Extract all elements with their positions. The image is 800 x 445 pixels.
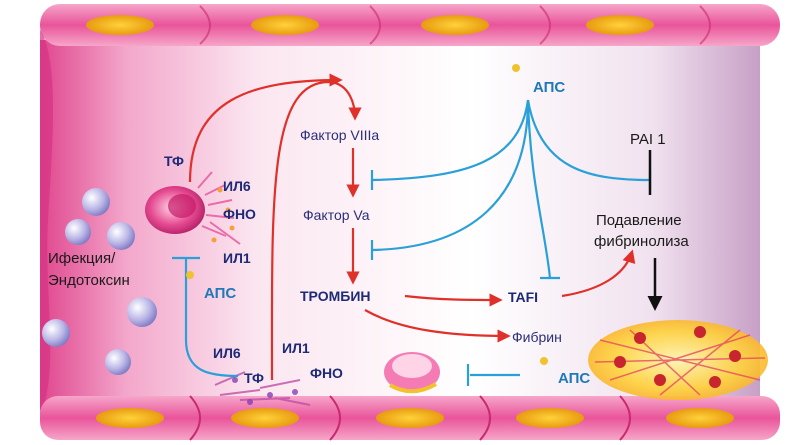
label-tf-bottom: ТФ <box>244 370 264 386</box>
arrow-tafi-to-suppression <box>561 249 636 298</box>
activation-arrows <box>188 73 636 381</box>
label-tf-top: ТФ <box>164 153 184 169</box>
nucleus <box>251 15 319 35</box>
pathogen-particles <box>42 188 157 375</box>
activated-platelet <box>384 352 440 394</box>
inhibition-lines <box>172 99 652 386</box>
label-tafi: TAFI <box>508 289 538 305</box>
arrow-thrombin-to-fibrin <box>364 309 511 343</box>
nucleus <box>86 15 154 35</box>
label-apc-bottom: АПС <box>558 370 590 387</box>
label-fno-bottom: ФНО <box>310 365 343 381</box>
label-apc-left: АПС <box>204 285 236 302</box>
label-factor-va: Фактор Va <box>303 207 370 223</box>
endothelium-top <box>40 4 780 46</box>
arrow-tf-to-factor-viiia <box>188 73 343 183</box>
label-il6-top: ИЛ6 <box>223 178 251 194</box>
label-suppression-line1: Подавление <box>596 212 682 229</box>
label-suppression-line2: фибринолиза <box>594 233 689 250</box>
pai1-lines <box>647 150 663 311</box>
label-factor-viiia: Фактор VIIIa <box>300 127 379 143</box>
inhibit-pai1 <box>526 99 651 182</box>
nucleus <box>516 408 584 428</box>
label-il1-top: ИЛ1 <box>223 250 251 266</box>
arrow-tf-bottom-to-cascade <box>270 80 362 381</box>
nucleus <box>96 408 164 428</box>
apc-glyph-bottom <box>527 357 548 393</box>
apc-glyph-top <box>499 64 520 100</box>
nucleus <box>376 408 444 428</box>
arrow-thrombin-to-tafi <box>404 293 503 307</box>
cytokine-burst-bottom <box>214 371 311 406</box>
label-fibrin: Фибрин <box>512 329 562 345</box>
label-apc-top: АПС <box>533 79 565 96</box>
inhibit-tafi <box>526 99 552 279</box>
nucleus <box>666 408 734 428</box>
label-pai1: PAI 1 <box>630 131 666 148</box>
label-thrombin: ТРОМБИН <box>300 288 371 304</box>
activated-monocyte <box>145 171 241 245</box>
label-il6-bottom: ИЛ6 <box>213 345 241 361</box>
inhibit-factor-va <box>371 99 530 252</box>
label-endotoxin: Эндотоксин <box>48 272 130 289</box>
fibrin-clot <box>588 320 768 400</box>
nucleus <box>231 408 299 428</box>
label-infection: Ифекция/ <box>48 250 116 267</box>
inhibit-factor-viiia <box>371 99 530 182</box>
endothelium-left <box>40 30 53 415</box>
nucleus <box>421 15 489 35</box>
inhibit-cytokines-left <box>184 258 239 378</box>
nucleus <box>586 15 654 35</box>
label-fno-top: ФНО <box>223 206 256 222</box>
label-il1-bottom: ИЛ1 <box>282 340 310 356</box>
apc-glyph-left <box>173 271 194 307</box>
endothelium-bottom <box>40 395 780 441</box>
